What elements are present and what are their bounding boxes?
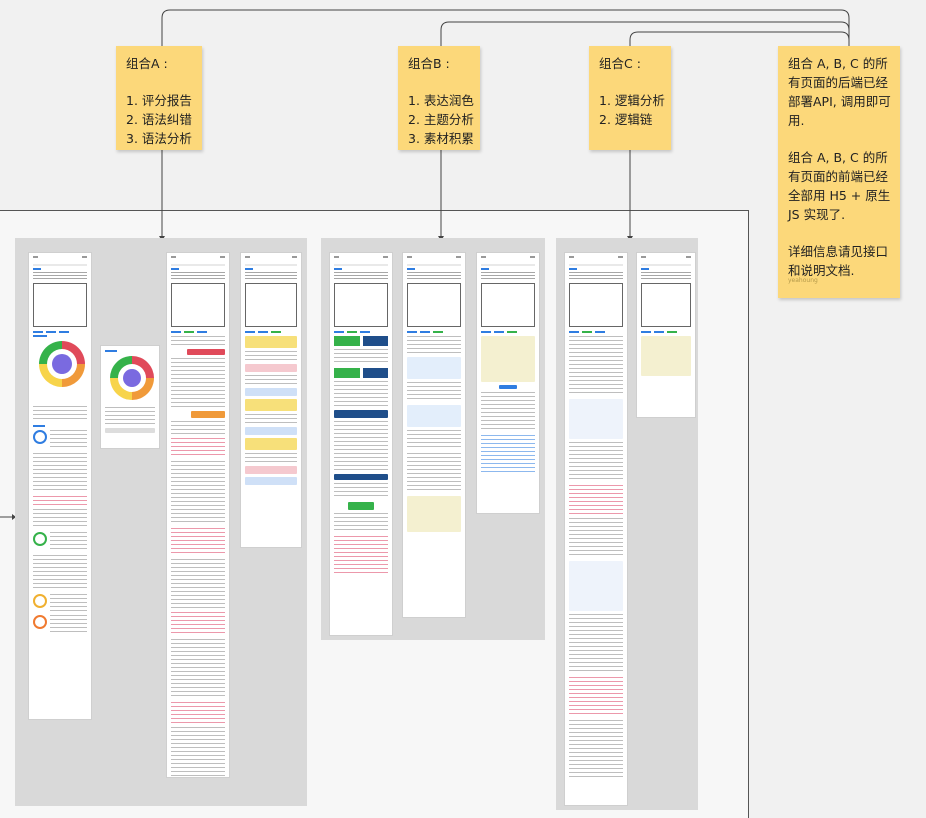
note-info-line: 详细信息请见接口 (788, 242, 890, 261)
note-info-line: 用. (788, 111, 890, 130)
note-group-b: 组合B : 1. 表达润色 2. 主题分析 3. 素材积累 (398, 46, 480, 150)
note-group-b-item: 1. 表达润色 (408, 91, 470, 110)
note-group-a-item: 1. 评分报告 (126, 91, 192, 110)
note-info-line: 有页面的后端已经 (788, 73, 890, 92)
phone-b-material (476, 252, 540, 514)
note-info-line: 部署API, 调用即可 (788, 92, 890, 111)
note-group-a-item: 2. 语法纠错 (126, 110, 192, 129)
phone-b-topic-analysis (402, 252, 466, 618)
note-group-b-item: 3. 素材积累 (408, 129, 470, 148)
phone-a-score-detail (100, 345, 160, 449)
note-info-line: 全部用 H5 + 原生 (788, 186, 890, 205)
note-group-a: 组合A : 1. 评分报告 2. 语法纠错 3. 语法分析 (116, 46, 202, 150)
note-info-line: 组合 A, B, C 的所 (788, 54, 890, 73)
note-info: 组合 A, B, C 的所 有页面的后端已经 部署API, 调用即可 用. 组合… (778, 46, 900, 298)
note-info-line: 组合 A, B, C 的所 (788, 148, 890, 167)
connector-info-to-a (162, 10, 849, 50)
note-group-c-item: 2. 逻辑链 (599, 110, 661, 129)
note-group-b-item: 2. 主题分析 (408, 110, 470, 129)
phone-a-grammar-analysis (240, 252, 302, 548)
note-group-c: 组合C : 1. 逻辑分析 2. 逻辑链 (589, 46, 671, 150)
essay-diagram-thumb (33, 283, 87, 327)
note-info-line: 有页面的前端已经 (788, 167, 890, 186)
phone-c-logic-chain (636, 252, 696, 418)
note-group-c-title: 组合C : (599, 54, 661, 73)
note-group-c-item: 1. 逻辑分析 (599, 91, 661, 110)
phone-a-score-report (28, 252, 92, 720)
note-group-a-item: 3. 语法分析 (126, 129, 192, 148)
note-info-line: JS 实现了. (788, 205, 890, 224)
note-author: yeahoung (788, 271, 818, 290)
note-group-a-title: 组合A : (126, 54, 192, 73)
note-group-b-title: 组合B : (408, 54, 470, 73)
phone-c-logic-analysis (564, 252, 628, 806)
phone-b-expression-polish (329, 252, 393, 636)
phone-a-grammar-correction (166, 252, 230, 778)
